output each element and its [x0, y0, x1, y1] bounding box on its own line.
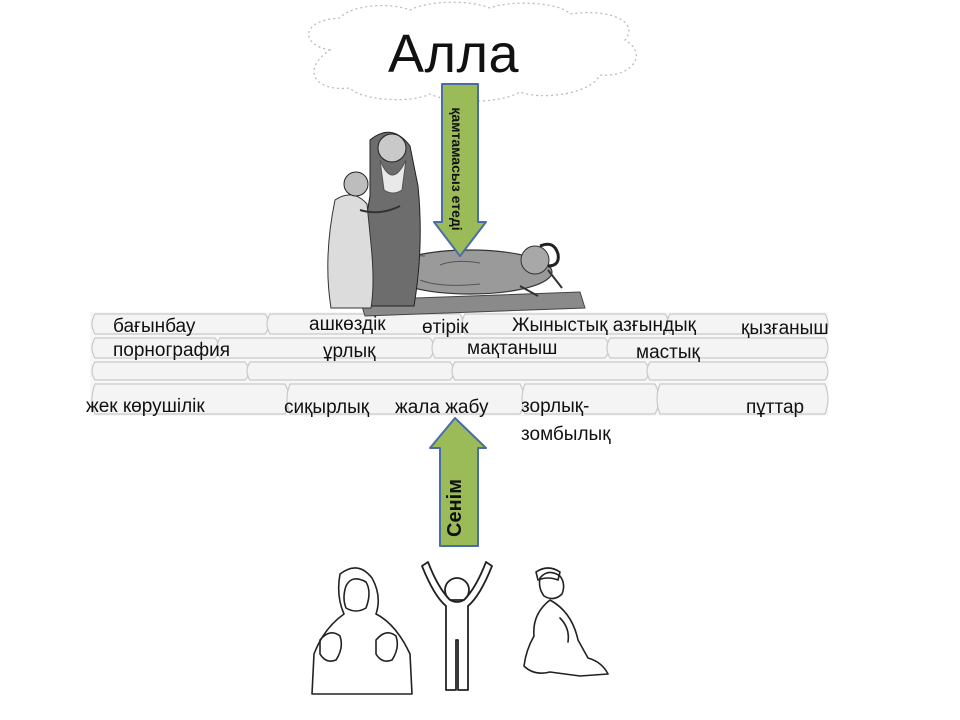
person-raised-arms-icon [421, 561, 493, 691]
word-violence-part1: зорлық- [521, 396, 590, 417]
word-sorcery: сиқырлық [284, 397, 370, 418]
word-lying: өтірік [422, 317, 469, 338]
word-boasting: мақтаныш [467, 338, 558, 359]
provides-arrow [433, 83, 487, 257]
word-jealousy: қызғаныш [741, 318, 829, 339]
faith-arrow-label: Сенім [444, 479, 466, 537]
man-kneeling-prayer-icon [523, 567, 609, 677]
word-greed: ашкөздік [309, 314, 386, 335]
word-hatred: жек көрушілік [86, 396, 205, 417]
page-title: Алла [388, 24, 520, 84]
word-drunkenness: мастық [636, 342, 700, 363]
word-pornography: порнография [113, 340, 231, 361]
word-theft: ұрлық [323, 341, 376, 362]
faith-arrow [429, 417, 487, 547]
word-disobedience: бағынбау [113, 316, 196, 337]
word-slander: жала жабу [395, 397, 489, 418]
stone-wall [90, 312, 829, 416]
word-violence-part2: зомбылық [521, 424, 611, 445]
word-idols: пұттар [746, 397, 805, 418]
provides-arrow-label: қамтамасыз етеді [449, 107, 465, 231]
word-sexual-immorality: Жыныстық азғындық [512, 315, 696, 336]
cloud-shape [308, 1, 637, 102]
abraham-isaac-ram-illustration [327, 131, 586, 317]
woman-praying-icon [311, 567, 413, 695]
